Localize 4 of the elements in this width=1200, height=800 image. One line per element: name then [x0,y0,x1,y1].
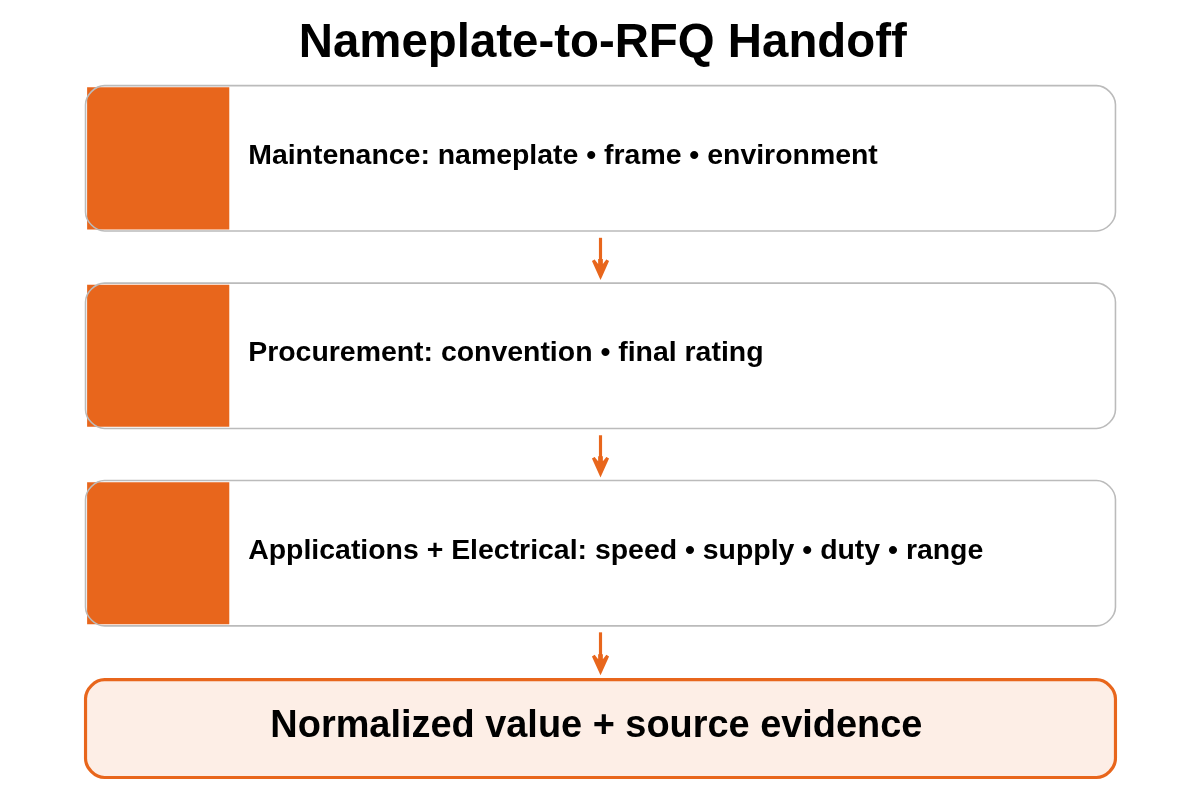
diagram-title: Nameplate-to-RFQ Handoff [298,14,907,68]
arrow [591,435,609,476]
arrow [591,632,609,674]
arrow [591,237,609,278]
